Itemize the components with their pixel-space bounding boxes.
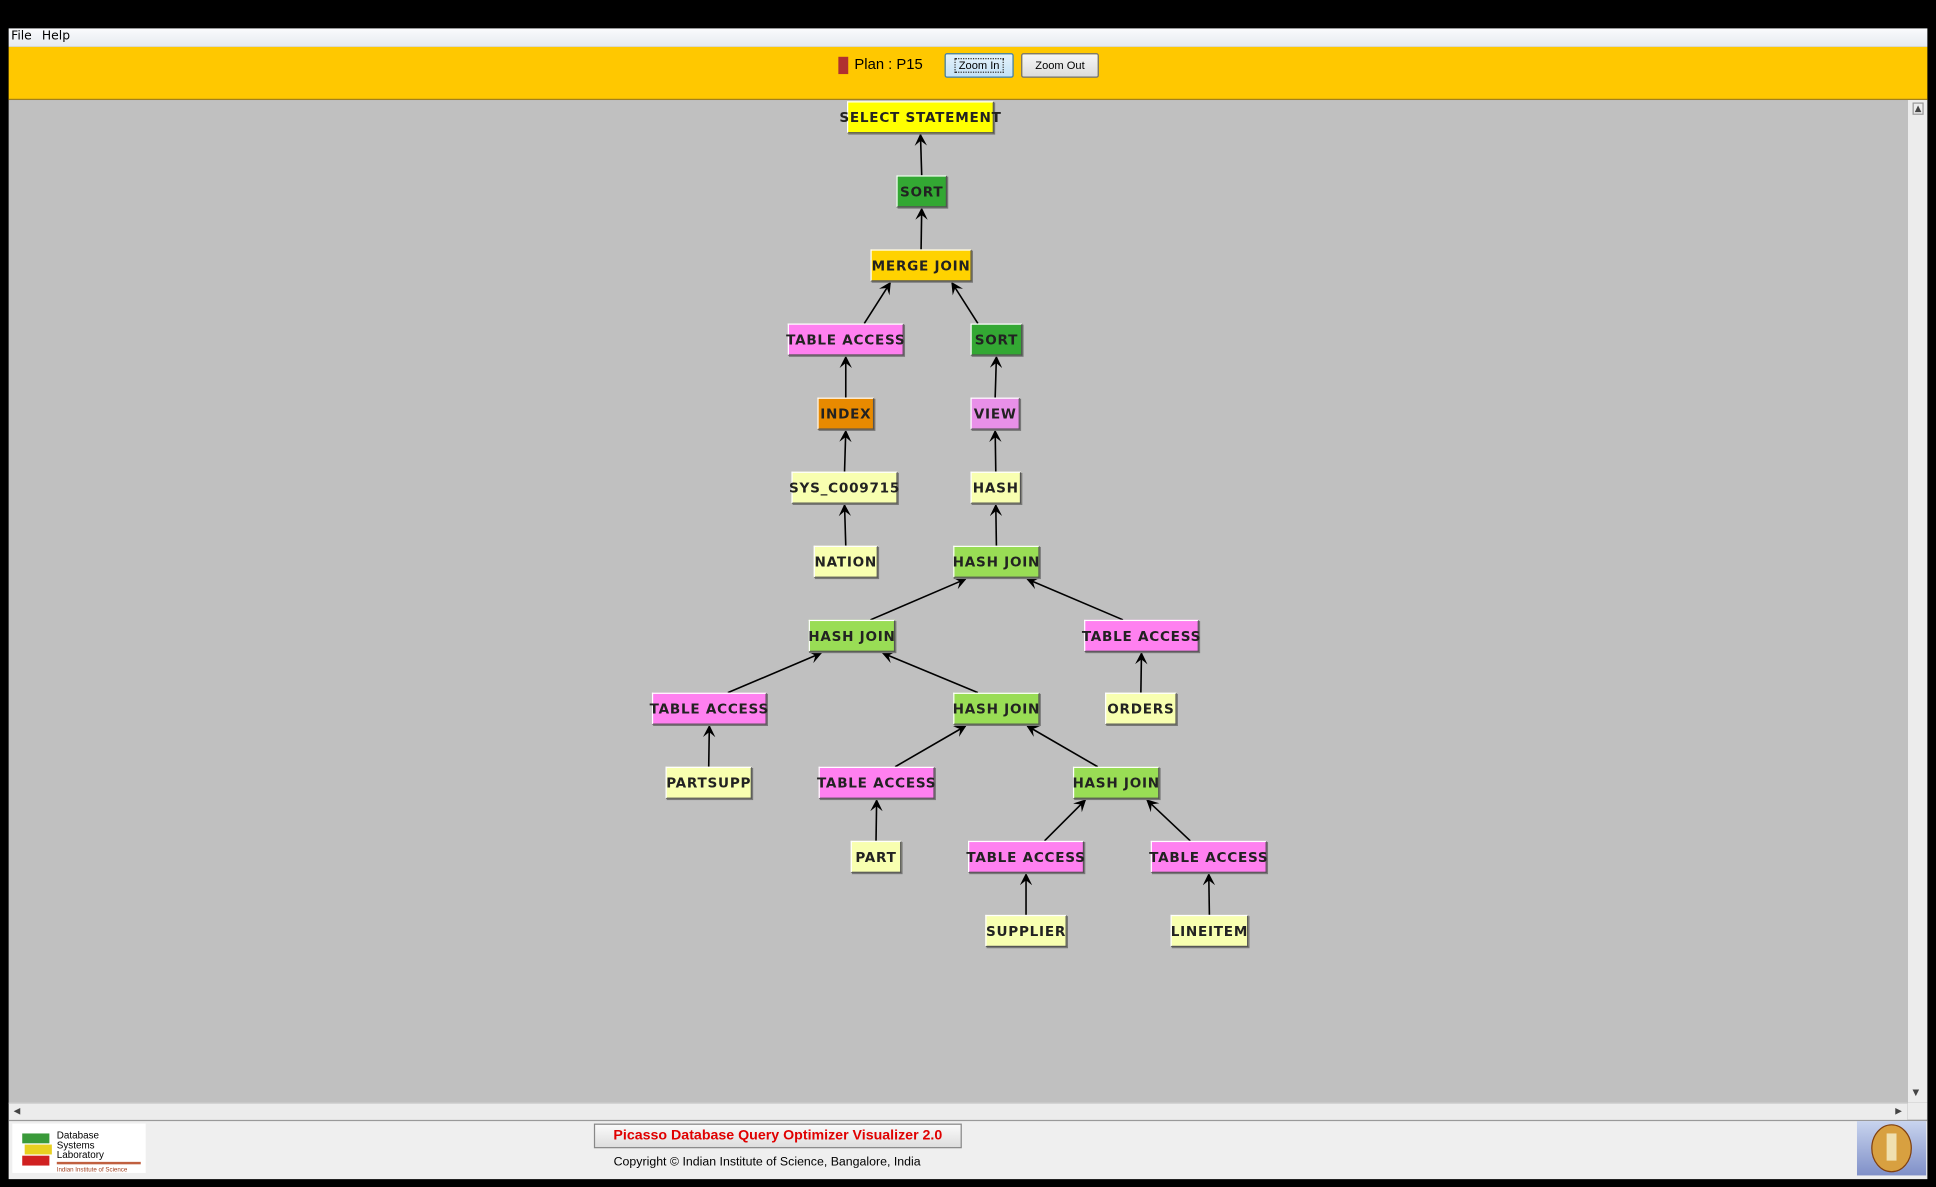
- plan-node-hash-join[interactable]: HASH JOIN: [808, 619, 896, 652]
- plan-node-hash-join[interactable]: HASH JOIN: [1072, 766, 1160, 799]
- horizontal-scrollbar[interactable]: ◀▶: [8, 1102, 1908, 1122]
- plan-edge: [881, 651, 979, 694]
- zoom-in-button[interactable]: Zoom In: [944, 53, 1014, 78]
- plan-edge: [1026, 725, 1099, 768]
- plan-edge: [870, 577, 967, 621]
- copyright-text: Copyright © Indian Institute of Science,…: [613, 1155, 921, 1170]
- plan-edge: [1043, 799, 1087, 842]
- vertical-scrollbar[interactable]: ▲▼: [1907, 100, 1928, 1103]
- menu-bar: File Help: [8, 28, 1928, 47]
- scroll-right-icon[interactable]: ▶: [1895, 1106, 1902, 1117]
- scroll-left-icon[interactable]: ◀: [13, 1106, 21, 1117]
- plan-edge: [989, 503, 1003, 546]
- plan-node-supplier[interactable]: SUPPLIER: [985, 914, 1067, 948]
- toolbar: Plan : P15 Zoom In Zoom Out: [8, 46, 1928, 101]
- plan-edge: [839, 429, 852, 472]
- scroll-up-icon[interactable]: ▲: [1912, 102, 1924, 115]
- footer: Database Systems Laboratory Indian Insti…: [8, 1119, 1928, 1180]
- plan-node-lineitem[interactable]: LINEITEM: [1170, 914, 1249, 948]
- plan-node-sort[interactable]: SORT: [970, 323, 1023, 356]
- scroll-corner: [1907, 1102, 1928, 1120]
- plan-node-hash-join[interactable]: HASH JOIN: [953, 692, 1040, 725]
- plan-node-table-access[interactable]: TABLE ACCESS: [966, 840, 1085, 873]
- plan-node-hash[interactable]: HASH: [970, 471, 1022, 504]
- iisc-seal-icon: [1856, 1121, 1927, 1176]
- app-title-button[interactable]: Picasso Database Query Optimizer Visuali…: [593, 1123, 962, 1149]
- plan-node-index[interactable]: INDEX: [817, 397, 875, 430]
- svg-text:Laboratory: Laboratory: [57, 1150, 104, 1161]
- plan-edge: [894, 725, 967, 768]
- plan-edge: [870, 798, 883, 841]
- svg-text:Database: Database: [57, 1130, 100, 1141]
- plan-edge: [951, 281, 979, 324]
- plan-edge: [727, 651, 823, 694]
- plan-node-table-access[interactable]: TABLE ACCESS: [1082, 619, 1200, 652]
- zoom-out-label: Zoom Out: [1035, 59, 1085, 72]
- plan-node-sort[interactable]: SORT: [896, 175, 948, 208]
- plan-edge: [915, 207, 928, 250]
- plan-edge: [838, 503, 852, 546]
- plan-node-merge-join[interactable]: MERGE JOIN: [870, 249, 972, 282]
- scroll-down-icon[interactable]: ▼: [1912, 1087, 1920, 1098]
- plan-edge: [1135, 651, 1148, 693]
- plan-node-partsupp[interactable]: PARTSUPP: [665, 766, 752, 799]
- plan-node-orders[interactable]: ORDERS: [1105, 692, 1177, 725]
- plan-edge: [702, 724, 716, 767]
- plan-edges: [702, 133, 1216, 915]
- plan-node-sys-c009715[interactable]: SYS_C009715: [789, 471, 899, 504]
- dsl-logo: Database Systems Laboratory Indian Insti…: [12, 1123, 146, 1174]
- plan-edge: [989, 429, 1002, 472]
- menu-help[interactable]: Help: [41, 29, 71, 44]
- plan-node-part[interactable]: PART: [850, 840, 902, 873]
- svg-text:Indian Institute of Science: Indian Institute of Science: [57, 1167, 128, 1173]
- plan-node-table-access[interactable]: TABLE ACCESS: [817, 766, 936, 799]
- svg-text:Systems: Systems: [57, 1140, 95, 1151]
- plan-node-nation[interactable]: NATION: [813, 545, 878, 578]
- plan-node-hash-join[interactable]: HASH JOIN: [953, 545, 1040, 578]
- plan-node-select-statement[interactable]: SELECT STATEMENT: [839, 101, 1001, 134]
- plan-edge: [863, 281, 891, 324]
- zoom-in-label: Zoom In: [955, 58, 1004, 73]
- plan-node-view[interactable]: VIEW: [970, 397, 1020, 430]
- plan-edge: [1146, 799, 1191, 842]
- plan-node-table-access[interactable]: TABLE ACCESS: [1149, 840, 1268, 873]
- plan-node-table-access[interactable]: TABLE ACCESS: [650, 692, 768, 725]
- zoom-out-button[interactable]: Zoom Out: [1021, 53, 1099, 78]
- plan-edge: [1026, 577, 1124, 621]
- plan-tree-canvas[interactable]: SELECT STATEMENT SORT MERGE JOIN TABLE ACCE…: [8, 100, 1908, 1103]
- dsl-logo-icon: Database Systems Laboratory Indian Insti…: [22, 1130, 141, 1174]
- plan-edge: [1202, 872, 1216, 915]
- plan-color-swatch: [838, 56, 849, 75]
- plan-edge: [914, 133, 927, 176]
- plan-label: Plan : P15: [854, 55, 923, 73]
- plan-edge: [989, 355, 1003, 398]
- plan-node-table-access[interactable]: TABLE ACCESS: [786, 323, 905, 356]
- menu-file[interactable]: File: [11, 29, 32, 44]
